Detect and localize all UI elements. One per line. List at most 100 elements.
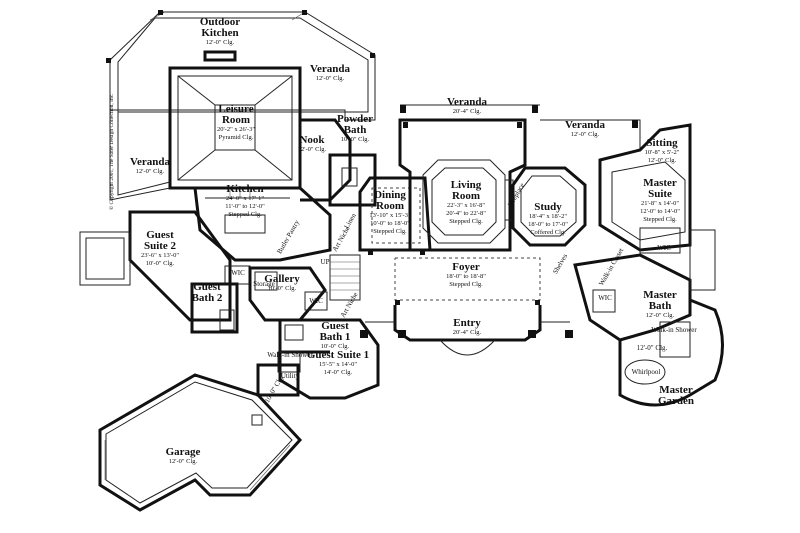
guest-bath-2-walls (190, 282, 239, 334)
room-dimension: 24'-0" x 17'-1" (226, 195, 264, 202)
room-dimension: Stepped Clg. (228, 211, 262, 218)
room-name: Room (222, 114, 250, 126)
room-dimension: Stepped Clg. (373, 228, 407, 235)
label-garage-clg: 10'-0" Clg. (263, 374, 285, 405)
utility-walls (256, 363, 300, 397)
room-dimension: Stepped Clg. (449, 218, 483, 225)
master-garden-walls (618, 298, 724, 407)
room-name: Bath 1 (320, 331, 351, 343)
label-wic-master-bath: WIC (598, 294, 612, 302)
room-dimension: 10'-0" Clg. (268, 285, 297, 292)
room-name: Guest (146, 229, 174, 241)
label-art-niche-1: Art Niche (331, 225, 352, 253)
room-name: Garage (166, 446, 201, 458)
room-name: Room (376, 200, 404, 212)
label-shelves: Shelves (551, 252, 569, 275)
room-name: Master (659, 384, 693, 396)
room-dimension: 12'-0" to 14'-0" (640, 208, 680, 215)
room-dimension: 23'-6" x 13'-0" (141, 252, 179, 259)
copyright-text: © Copyright 2001, The Sater Design Colle… (108, 93, 115, 210)
room-dimension: 18'-0" to 17'-0" (528, 221, 568, 228)
room-name: Kitchen (226, 183, 263, 195)
stair (329, 254, 361, 301)
room-name: Suite (648, 188, 672, 200)
room-dimension: 22'-3" x 16'-8" (447, 202, 485, 209)
room-dimension: 15'-5" x 14'-0" (319, 361, 357, 368)
room-dimension: 20'-4" to 22'-8" (446, 210, 486, 217)
room-dimension: 10'-0" Clg. (146, 260, 175, 267)
nook-walls (300, 118, 352, 202)
label-up: UP (321, 258, 330, 266)
label-utility: Utility (281, 372, 300, 380)
label-master-bath-clg: 12'-0" Clg. (637, 344, 668, 352)
room-dimension: 11'-0" to 12'-0" (225, 203, 265, 210)
room-name: Bath 2 (192, 292, 223, 304)
room-dimension: 21'-8" x 14'-0" (641, 200, 679, 207)
room-name: Master (643, 289, 677, 301)
east-veranda (540, 119, 641, 150)
kitchen-walls (193, 186, 332, 262)
powder-bath-walls (328, 153, 377, 207)
room-dimension: 18'-4" x 18'-2" (529, 213, 567, 220)
label-whirlpool: Whirlpool (632, 368, 661, 376)
room-dimension: 12'-0" Clg. (316, 75, 345, 82)
label-butler-pantry: Butler Pantry (275, 218, 301, 255)
room-dimension: 10'-0" Clg. (341, 136, 370, 143)
room-name: Bath (649, 300, 672, 312)
label-wic-gallery: WIC (309, 297, 323, 305)
room-dimension: 12'-0" Clg. (206, 39, 235, 46)
label-walk-in-shower-master: Walk-in Shower (651, 326, 697, 334)
room-name: Sitting (646, 137, 678, 149)
room-name: Bath (344, 124, 367, 136)
garage-walls (98, 373, 303, 512)
room-dimension: 13'-10" x 15'-3" (369, 212, 411, 219)
dining-room-walls (358, 176, 432, 255)
room-dimension: 20'-4" Clg. (453, 108, 482, 115)
room-name: Gallery (264, 273, 300, 285)
study-walls (511, 166, 587, 247)
outdoor-veranda-walls (106, 10, 376, 121)
room-name: Dining (374, 189, 406, 201)
room-dimension: 12'-0" Clg. (648, 157, 677, 164)
room-name: Veranda (565, 119, 605, 131)
room-dimension: 18'-0" to 18'-8" (446, 273, 486, 280)
room-name: Leisure (218, 103, 253, 115)
room-name: Guest (193, 281, 221, 293)
room-dimension: 10'-8" x 5'-2" (645, 149, 680, 156)
room-dimension: 10'-0" to 18'-0" (370, 220, 410, 227)
room-name: Kitchen (201, 27, 238, 39)
label-wic-master-suite: WIC (657, 244, 671, 252)
room-name: Outdoor (200, 16, 240, 28)
room-dimension: 14'-0" Clg. (324, 369, 353, 376)
room-name: Powder (337, 113, 373, 125)
master-suite-walls (598, 123, 692, 254)
room-name: Study (534, 201, 562, 213)
label-storage: Storage (253, 280, 274, 288)
copyright-note: © Copyright 2001, The Sater Design Colle… (108, 93, 115, 210)
guest-suite-1-walls (277, 318, 380, 400)
room-dimension: 12'-0" Clg. (571, 131, 600, 138)
room-name: Living (451, 179, 482, 191)
room-dimension: 20'-2" x 26'-3" (217, 126, 255, 133)
master-bath-walls (573, 253, 692, 358)
room-dimension: 12'-0" Clg. (646, 312, 675, 319)
room-name: Garden (658, 395, 694, 407)
